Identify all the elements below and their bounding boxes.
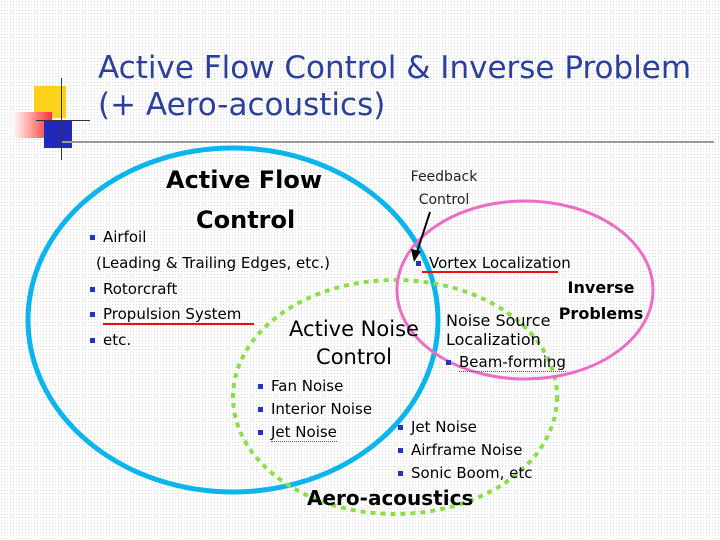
- flow-item-airfoil-detail: (Leading & Trailing Edges, etc.): [96, 254, 331, 272]
- bullet-icon: [416, 260, 421, 266]
- title-line-1: Active Flow Control & Inverse Problem: [98, 50, 692, 86]
- logo-horizontal-line: [36, 120, 90, 121]
- beamforming-item: Beam-forming: [446, 353, 566, 372]
- feedback-arrow-shaft: [416, 211, 431, 253]
- fan-noise-text: Fan Noise: [271, 377, 344, 395]
- bullet-icon: [398, 470, 403, 476]
- noise-source-line-2: Localization: [446, 330, 541, 349]
- inverse-line-2: Problems: [558, 304, 644, 323]
- aeroacoustics-label: Aero-acoustics: [307, 486, 474, 510]
- bullet-icon: [446, 360, 451, 365]
- title-rule: [62, 141, 714, 143]
- noise-control-line-1: Active Noise: [289, 317, 419, 341]
- noise-control-line-2: Control: [316, 345, 392, 369]
- noise-source-label: Noise Source Localization: [446, 311, 550, 349]
- bullet-icon: [258, 383, 263, 389]
- feedback-control-label: Feedback Control: [402, 166, 486, 212]
- aero-item-airframe: Airframe Noise: [398, 441, 522, 459]
- flow-item-airfoil: Airfoil: [90, 228, 146, 246]
- airframe-noise-text: Airframe Noise: [411, 441, 523, 459]
- bullet-icon: [398, 424, 403, 430]
- logo-decoration: [10, 78, 90, 160]
- vortex-text: Vortex Localization: [429, 254, 571, 272]
- inverse-problems-circle: [395, 199, 655, 381]
- bullet-icon: [258, 430, 263, 435]
- jet-noise-text: Jet Noise: [271, 423, 337, 442]
- bullet-icon: [90, 234, 95, 240]
- beamforming-text: Beam-forming: [459, 353, 566, 372]
- flow-item-etc: etc.: [90, 331, 131, 349]
- flow-item-rotorcraft: Rotorcraft: [90, 280, 177, 298]
- noise-item-jet: Jet Noise: [258, 423, 337, 442]
- rotorcraft-text: Rotorcraft: [103, 280, 178, 298]
- feedback-line-2: Control: [418, 192, 470, 208]
- flow-control-circle: [25, 145, 441, 495]
- inverse-problems-label: Inverse Problems: [558, 275, 644, 327]
- propulsion-text: Propulsion System: [103, 305, 242, 323]
- inverse-line-1: Inverse: [567, 278, 635, 297]
- etc-text: etc.: [103, 331, 132, 349]
- noise-control-label: Active Noise Control: [286, 315, 422, 371]
- flow-control-label-2: Control: [196, 206, 296, 234]
- interior-noise-text: Interior Noise: [271, 400, 373, 418]
- noise-source-line-1: Noise Source: [446, 311, 551, 330]
- aero-jet-noise-text: Jet Noise: [411, 418, 477, 436]
- bullet-icon: [90, 286, 95, 292]
- bullet-icon: [90, 337, 95, 343]
- bullet-icon: [258, 406, 263, 412]
- sonic-boom-text: Sonic Boom, etc: [411, 464, 533, 482]
- noise-item-interior: Interior Noise: [258, 400, 372, 418]
- aeroacoustics-circle: [231, 278, 559, 516]
- airfoil-text: Airfoil: [103, 228, 147, 246]
- bullet-icon: [398, 447, 403, 453]
- flow-item-propulsion: Propulsion System: [90, 305, 241, 323]
- aero-item-sonic: Sonic Boom, etc: [398, 464, 533, 482]
- aero-item-jet: Jet Noise: [398, 418, 477, 436]
- slide-title: Active Flow Control & Inverse Problem (+…: [98, 50, 691, 124]
- bullet-icon: [90, 311, 95, 317]
- logo-blue-square: [44, 120, 72, 148]
- logo-vertical-line: [61, 78, 62, 160]
- feedback-arrow-head: [411, 249, 421, 262]
- feedback-line-1: Feedback: [410, 169, 478, 185]
- noise-item-fan: Fan Noise: [258, 377, 343, 395]
- title-line-2: (+ Aero-acoustics): [98, 87, 386, 123]
- flow-control-label-1: Active Flow: [166, 166, 323, 194]
- vortex-item: Vortex Localization: [416, 254, 571, 272]
